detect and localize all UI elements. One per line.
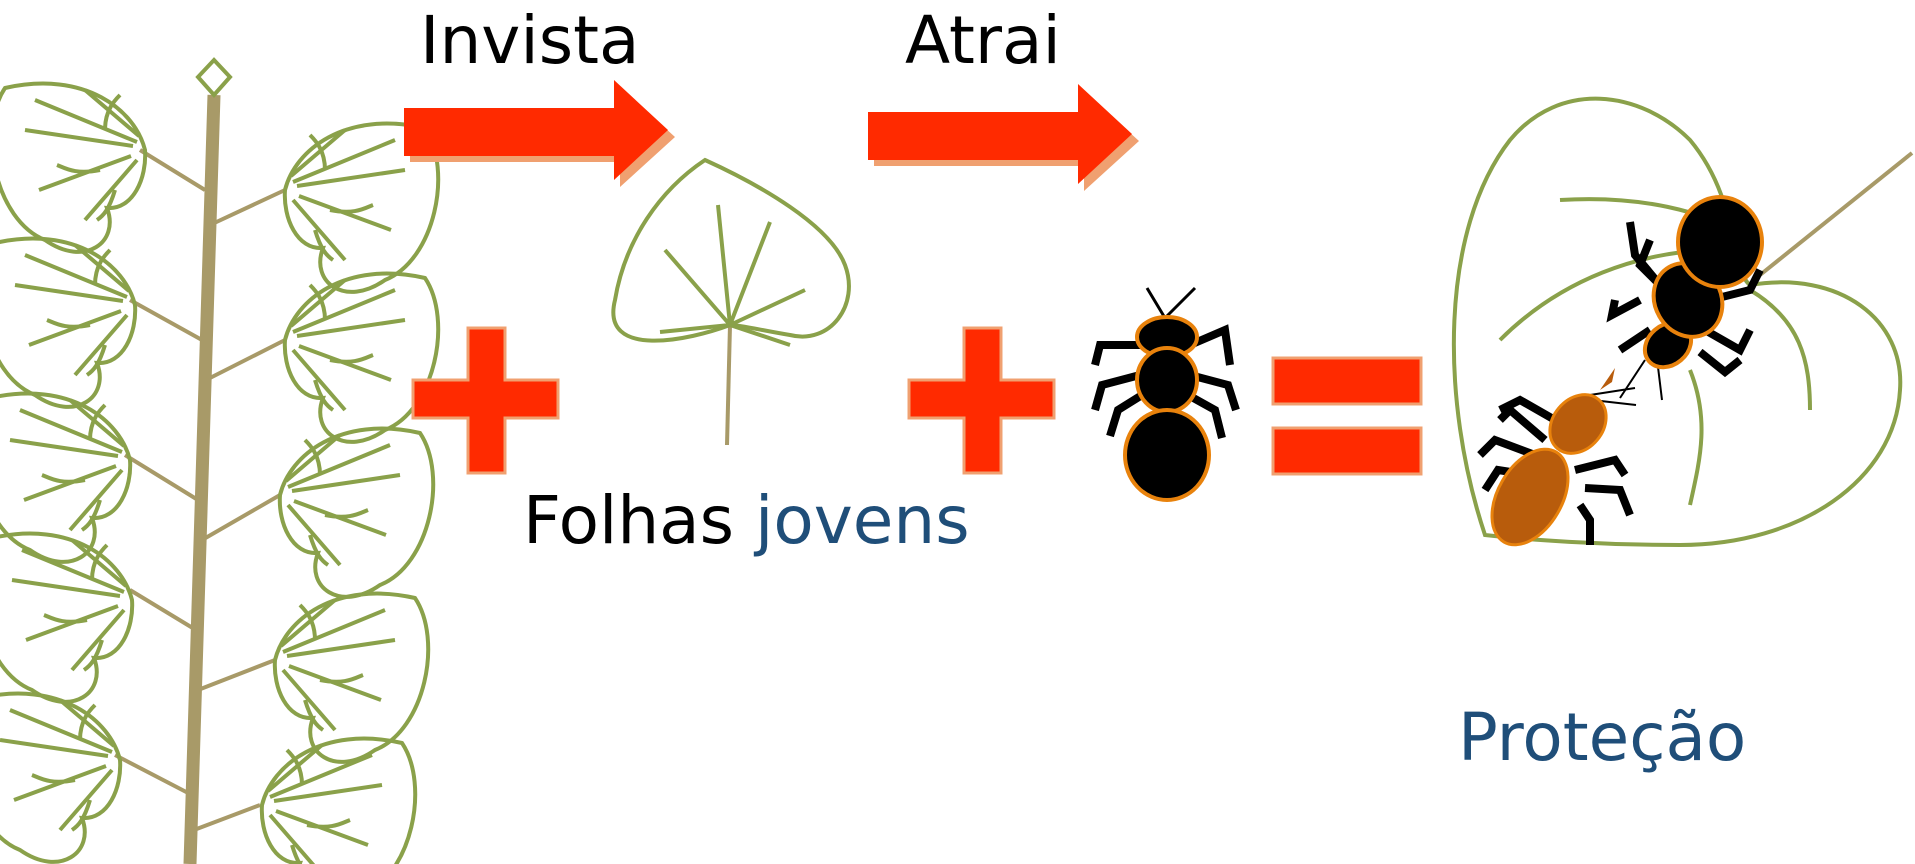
equals-sign-icon (1273, 358, 1421, 474)
ant-icon (1095, 288, 1236, 500)
label-young-leaves: Folhas jovens (523, 488, 970, 554)
protected-leaf-with-ants-icon (1454, 99, 1912, 558)
arrow-attracts-icon (868, 84, 1139, 191)
label-protection: Proteção (1458, 705, 1746, 771)
plus-sign-icon (909, 328, 1054, 473)
label-invests: Invista (420, 8, 639, 74)
label-attracts: Atrai (905, 8, 1061, 74)
label-young-leaves-word2: jovens (755, 482, 970, 559)
arrow-invests-icon (404, 80, 675, 187)
young-leaf-icon (613, 160, 849, 445)
plant-branch-icon (0, 60, 438, 864)
label-young-leaves-word1: Folhas (523, 482, 734, 559)
